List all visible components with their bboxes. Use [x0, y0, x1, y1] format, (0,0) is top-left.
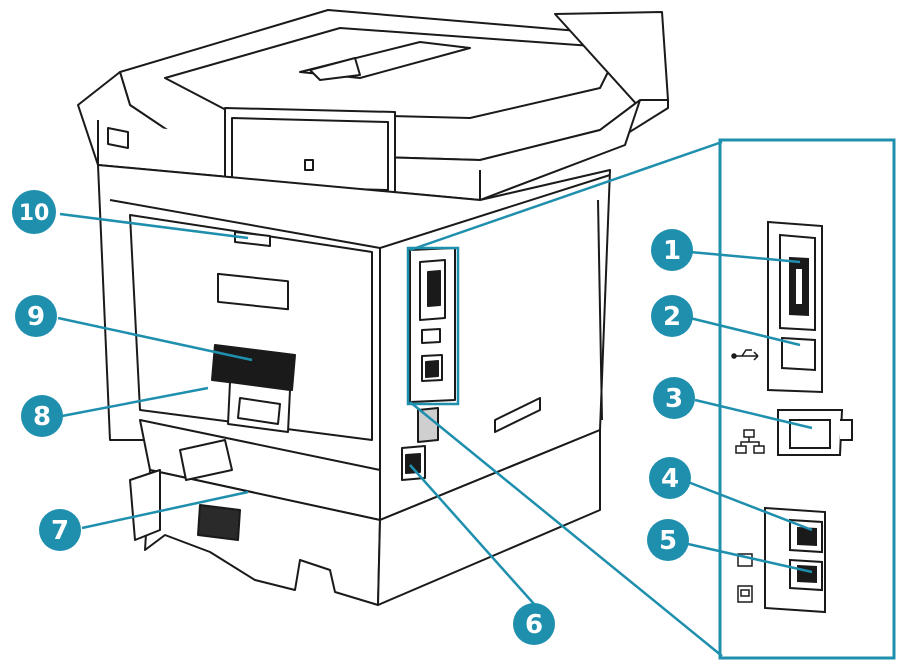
callout-9: 9: [15, 295, 57, 337]
callout-5: 5: [647, 519, 689, 561]
callout-2: 2: [651, 295, 693, 337]
callout-4: 4: [649, 457, 691, 499]
callout-3: 3: [653, 377, 695, 419]
port-1-slot: [794, 267, 804, 306]
leader-2: [689, 316, 801, 347]
leader-3: [694, 398, 813, 430]
leader-6: [409, 464, 535, 605]
rear-door: [129, 214, 373, 441]
inset-connector-bottom: [409, 401, 723, 657]
callout-4-label: 4: [661, 464, 679, 494]
interface-panel-side: [401, 247, 456, 481]
usb-icon: [731, 349, 759, 361]
callout-6-label: 6: [525, 610, 543, 640]
side-panel-highlight: [406, 246, 460, 406]
usb-port: [781, 336, 816, 372]
callout-6: 6: [513, 603, 555, 645]
leader-5: [687, 542, 813, 574]
leader-10: [59, 212, 249, 240]
port-detail-inset: [406, 138, 896, 660]
callout-3-label: 3: [665, 384, 683, 414]
callout-1: 1: [651, 229, 693, 271]
callout-9-label: 9: [27, 302, 45, 332]
callout-2-label: 2: [663, 302, 681, 332]
leader-1: [689, 250, 801, 264]
printer-illustration: [77, 9, 669, 606]
callout-5-label: 5: [659, 526, 677, 556]
callout-1-label: 1: [663, 236, 681, 266]
callout-7: 7: [39, 509, 81, 551]
leader-8: [61, 386, 209, 418]
callout-10-label: 10: [19, 201, 50, 226]
fax-line-in-socket: [797, 526, 817, 547]
leader-7: [81, 490, 249, 530]
leader-4: [687, 480, 813, 532]
paper-tray: [129, 419, 601, 606]
network-icon: [735, 429, 765, 454]
inset-connector-top: [409, 140, 723, 252]
callout-leaders: [57, 212, 813, 605]
callout-8-label: 8: [33, 402, 51, 432]
network-port-socket: [789, 419, 831, 449]
leader-9: [57, 316, 253, 362]
network-cable-clip: [840, 419, 853, 441]
scanner-base: [77, 71, 641, 201]
callout-7-label: 7: [51, 516, 69, 546]
callout-8: 8: [21, 395, 63, 437]
phone-icon: [737, 553, 753, 603]
callout-10: 10: [12, 190, 56, 234]
